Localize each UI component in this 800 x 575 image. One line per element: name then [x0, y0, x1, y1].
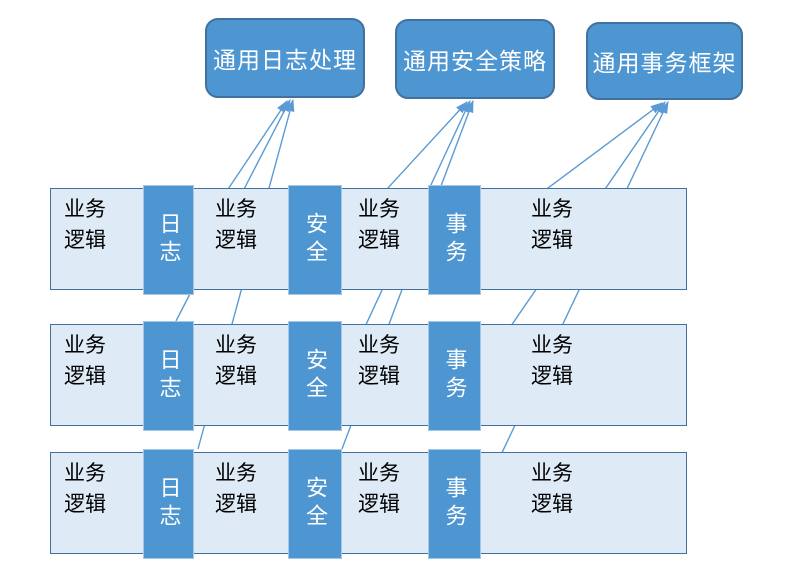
common-transaction-box-label: 通用事务框架	[592, 50, 737, 76]
business-band-1: 业务逻辑 日志 业务逻辑 安全 业务逻辑 事务 业务逻辑	[50, 184, 687, 295]
business-band-3: 业务逻辑 日志 业务逻辑 安全 业务逻辑 事务 业务逻辑	[50, 448, 687, 559]
security-cell-row3-label: 安全	[303, 475, 328, 532]
business-band-2: 业务逻辑 日志 业务逻辑 安全 业务逻辑 事务 业务逻辑	[50, 320, 687, 431]
business-logic-label: 业务逻辑	[358, 198, 400, 252]
transaction-cell-row2-label: 事务	[442, 347, 468, 404]
business-logic-label: 业务逻辑	[358, 334, 400, 388]
business-logic-label: 业务逻辑	[358, 462, 400, 516]
common-log-box: 通用日志处理	[205, 18, 365, 98]
log-cell-row2: 日志	[143, 320, 194, 431]
log-cell-row3-label: 日志	[156, 475, 182, 532]
common-security-box-label: 通用安全策略	[403, 48, 547, 74]
transaction-cell-row1-label: 事务	[442, 211, 468, 268]
business-logic-label: 业务逻辑	[64, 198, 106, 252]
security-cell-row3: 安全	[288, 448, 342, 559]
security-cell-row1-label: 安全	[303, 211, 328, 268]
transaction-cell-row1: 事务	[428, 184, 481, 295]
common-transaction-box: 通用事务框架	[586, 22, 743, 100]
common-log-box-label: 通用日志处理	[213, 47, 357, 73]
security-cell-row2: 安全	[288, 320, 342, 431]
security-cell-row2-label: 安全	[303, 347, 328, 404]
business-logic-label: 业务逻辑	[215, 462, 257, 516]
business-logic-label: 业务逻辑	[531, 462, 573, 516]
log-cell-row1-label: 日志	[156, 211, 182, 268]
log-cell-row3: 日志	[143, 448, 194, 559]
security-cell-row1: 安全	[288, 184, 342, 295]
business-logic-label: 业务逻辑	[64, 334, 106, 388]
log-cell-row2-label: 日志	[156, 347, 182, 404]
business-logic-label: 业务逻辑	[531, 198, 573, 252]
business-logic-label: 业务逻辑	[215, 334, 257, 388]
log-cell-row1: 日志	[143, 184, 194, 295]
transaction-cell-row3-label: 事务	[442, 475, 468, 532]
connector-transaction-row3	[480, 100, 669, 498]
common-security-box: 通用安全策略	[395, 19, 555, 99]
transaction-cell-row2: 事务	[428, 320, 481, 431]
business-logic-label: 业务逻辑	[64, 462, 106, 516]
transaction-cell-row3: 事务	[428, 448, 481, 559]
business-logic-label: 业务逻辑	[215, 198, 257, 252]
business-logic-label: 业务逻辑	[531, 334, 573, 388]
